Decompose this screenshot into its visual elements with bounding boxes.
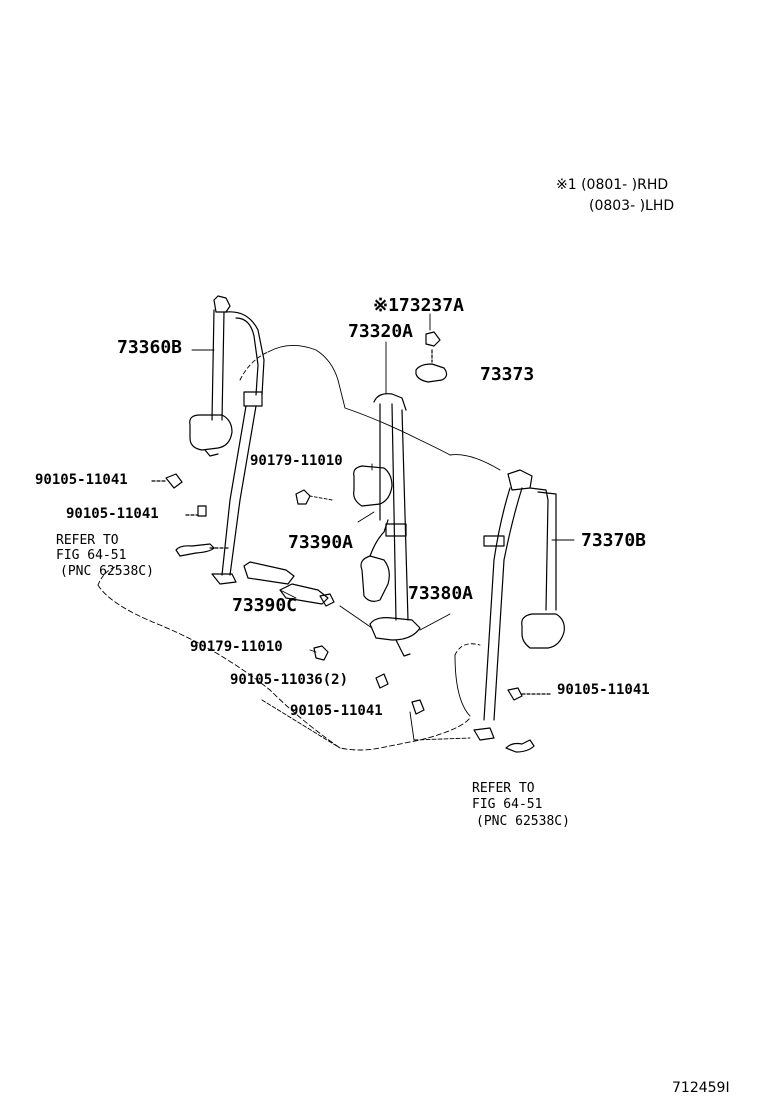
ref-left-line2: FIG 64-51 [56,548,127,563]
label-73390C: 73390C [232,595,298,616]
label-73373: 73373 [480,364,535,385]
note-lhd: (0803- )LHD [589,198,675,214]
leader-lines [191,313,575,749]
ref-right-line2: FIG 64-51 [472,797,543,812]
label-73380A: 73380A [408,583,474,604]
buckle-73390A [360,519,390,602]
label-73320A: 73320A [348,321,414,342]
label-nut-upper: 90179-11010 [250,453,343,469]
label-73390A: 73390A [288,532,354,553]
cap-73237A [425,331,441,347]
seatbelt-right-73370B [473,469,565,741]
guide-73373 [415,349,448,383]
diagram-code: 712459I [672,1080,730,1096]
seat-outline [97,345,501,751]
seatbelt-center-73320A [353,393,421,657]
label-73237A: ※173237A [373,295,464,316]
buckle-73390C [243,561,335,607]
ref-right-line1: REFER TO [472,781,535,796]
nuts [295,489,425,715]
bolts-right [505,687,553,753]
note-rhd: ※1 (0801- )RHD [556,177,669,193]
label-bolt-center-2: 90105-11036(2) [230,672,349,688]
bolts-left [151,473,231,557]
ref-right-line3: (PNC 62538C) [476,814,570,829]
seatbelt-left-73360B [189,295,265,585]
ref-left-line3: (PNC 62538C) [60,564,154,579]
label-bolt-right: 90105-11041 [557,682,650,698]
label-nut-lower: 90179-11010 [190,639,283,655]
label-bolt-left-1: 90105-11041 [35,472,128,488]
label-73360B: 73360B [117,337,183,358]
label-bolt-left-2: 90105-11041 [66,506,159,522]
ref-left-line1: REFER TO [56,533,119,548]
label-73370B: 73370B [581,530,647,551]
label-bolt-center: 90105-11041 [290,703,383,719]
